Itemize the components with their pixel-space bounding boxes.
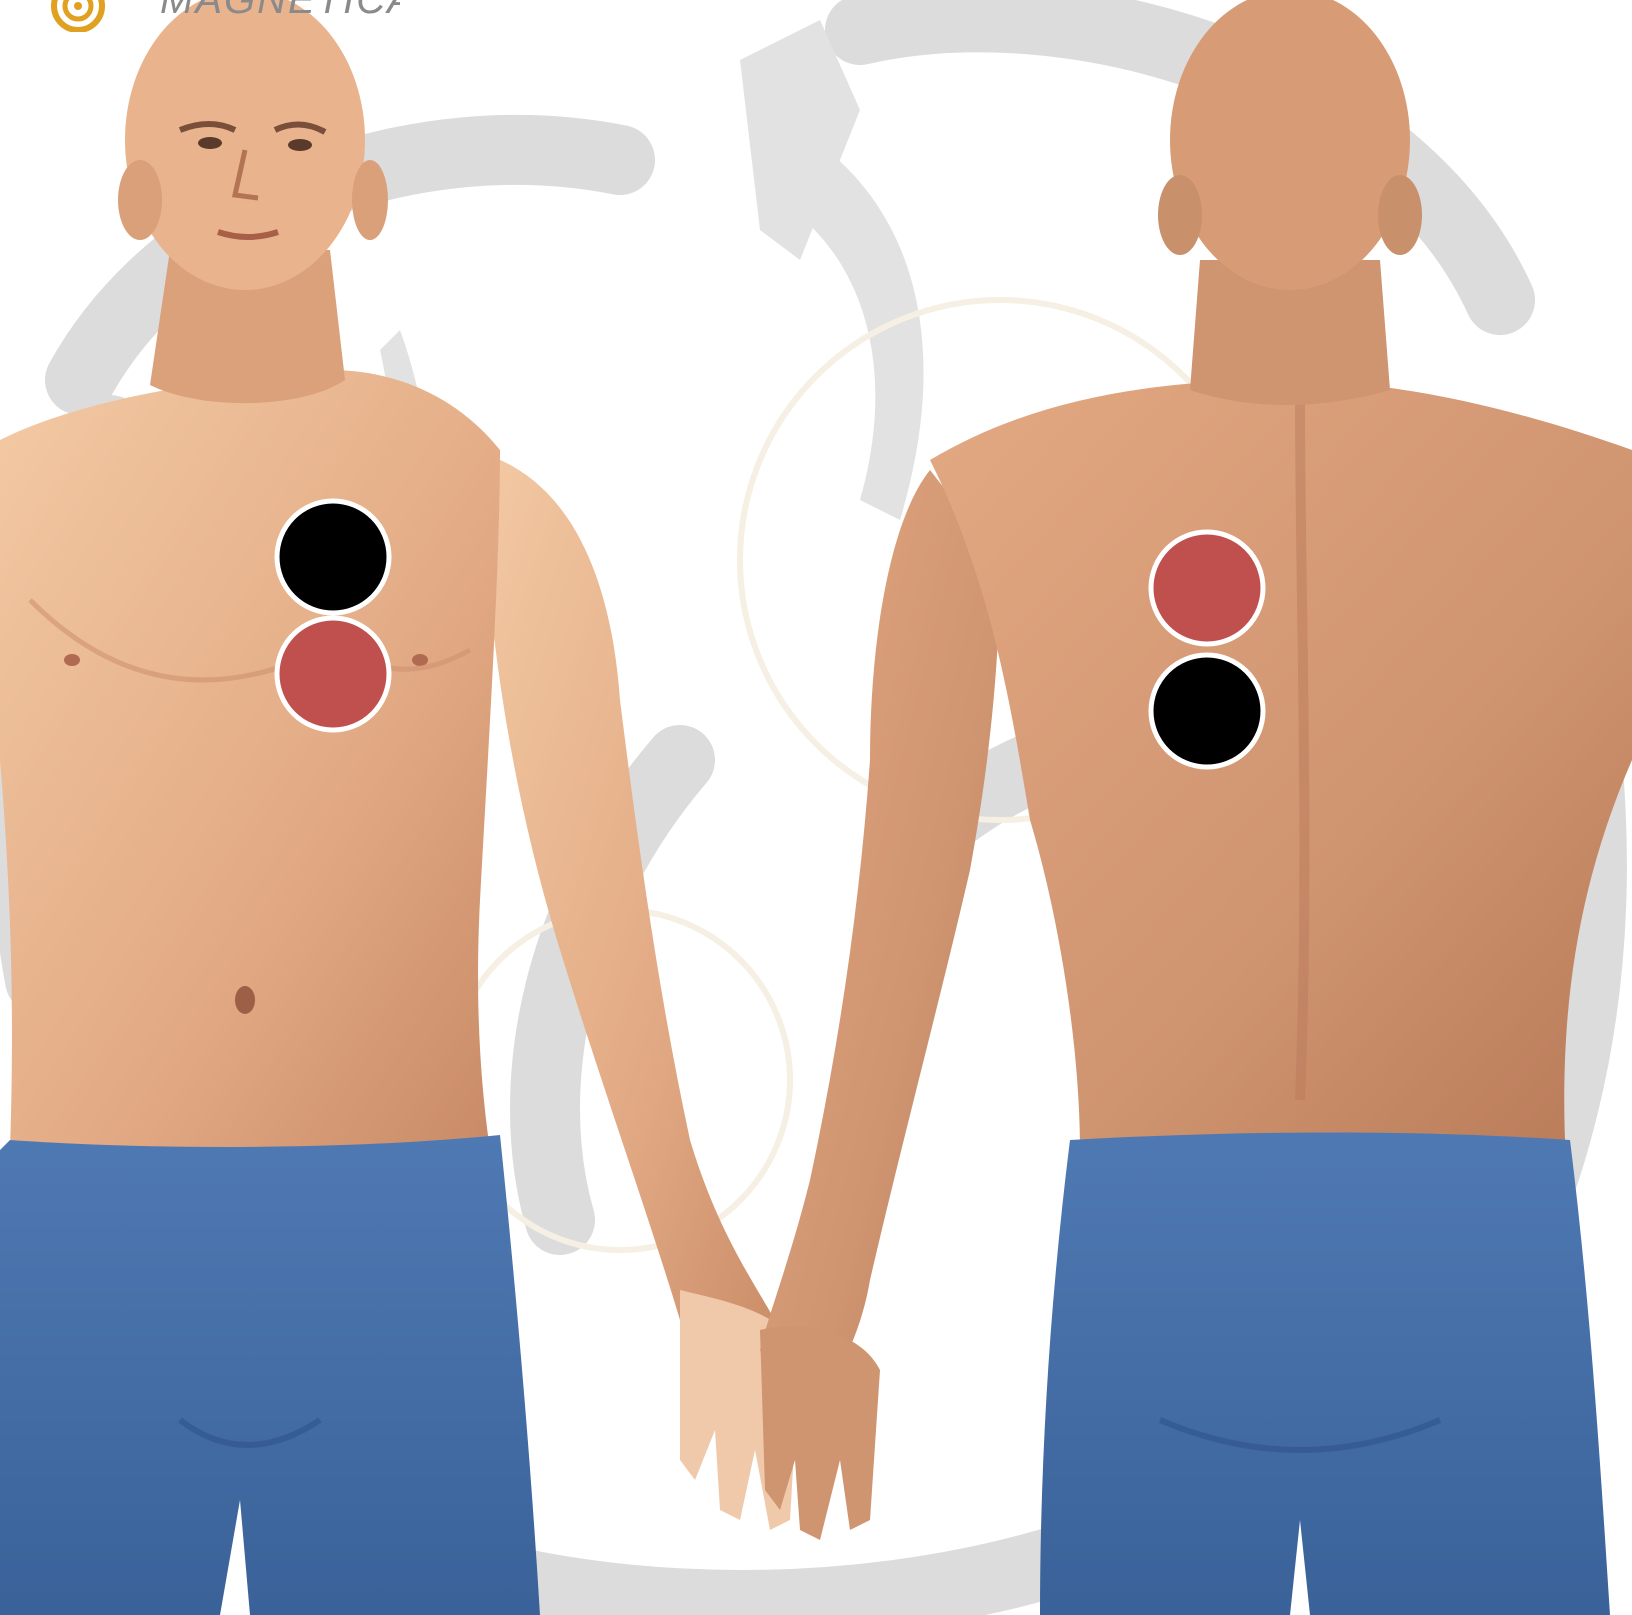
back-magnet-north [1151, 655, 1263, 767]
front-magnet-north [277, 501, 389, 613]
logo-text: MAGNETICAS [160, 0, 400, 23]
brand-logo: MAGNETICAS [40, 0, 400, 32]
logo-swirl-icon [50, 0, 106, 32]
back-magnet-south [1151, 532, 1263, 644]
front-magnet-south [277, 618, 389, 730]
